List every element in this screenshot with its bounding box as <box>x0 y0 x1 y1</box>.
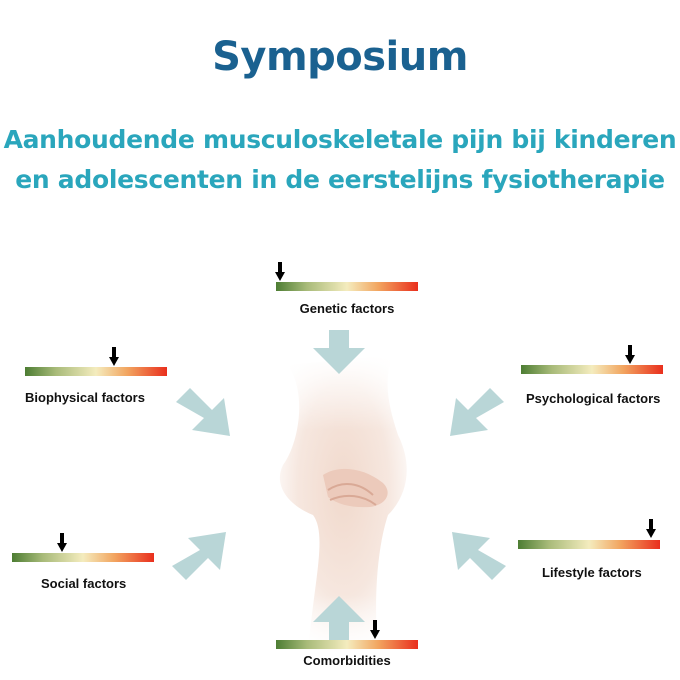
arrow-biophysical <box>176 388 230 436</box>
scale-bar <box>276 282 418 291</box>
scale-bar <box>521 365 663 374</box>
arrow-psychological <box>450 388 504 436</box>
level-marker-arrow-icon <box>275 262 285 281</box>
arrow-comorbidities <box>313 596 365 640</box>
scale-bar <box>276 640 418 649</box>
page-title: Symposium <box>212 34 468 80</box>
level-marker-arrow-icon <box>625 345 635 364</box>
factor-label: Lifestyle factors <box>542 565 642 580</box>
level-marker-arrow-icon <box>370 620 380 639</box>
level-marker-arrow-icon <box>646 519 656 538</box>
knee-image <box>268 355 418 655</box>
factor-label: Biophysical factors <box>25 390 145 405</box>
factor-label: Genetic factors <box>299 301 395 316</box>
factor-social: Social factors <box>12 533 154 597</box>
arrow-genetic <box>313 330 365 374</box>
factor-biophysical: Biophysical factors <box>25 347 167 407</box>
page-subtitle: Aanhoudende musculoskeletale pijn bij ki… <box>0 120 680 200</box>
arrow-lifestyle <box>452 532 506 580</box>
scale-bar <box>25 367 167 376</box>
scale-bar <box>12 553 154 562</box>
factor-genetic: Genetic factors <box>275 262 418 322</box>
scale-bar <box>518 540 660 549</box>
subtitle-line-2: en adolescenten in de eerstelijns fysiot… <box>15 165 665 194</box>
subtitle-line-1: Aanhoudende musculoskeletale pijn bij ki… <box>3 125 677 154</box>
factor-lifestyle: Lifestyle factors <box>518 519 660 583</box>
factor-comorbidities: Comorbidities <box>276 620 418 674</box>
level-marker-arrow-icon <box>109 347 119 366</box>
level-marker-arrow-icon <box>57 533 67 552</box>
factor-label: Social factors <box>41 576 127 591</box>
factor-label: Psychological factors <box>526 391 661 406</box>
factor-label: Comorbidities <box>303 653 391 668</box>
arrow-social <box>172 532 226 580</box>
factor-psychological: Psychological factors <box>521 345 663 409</box>
